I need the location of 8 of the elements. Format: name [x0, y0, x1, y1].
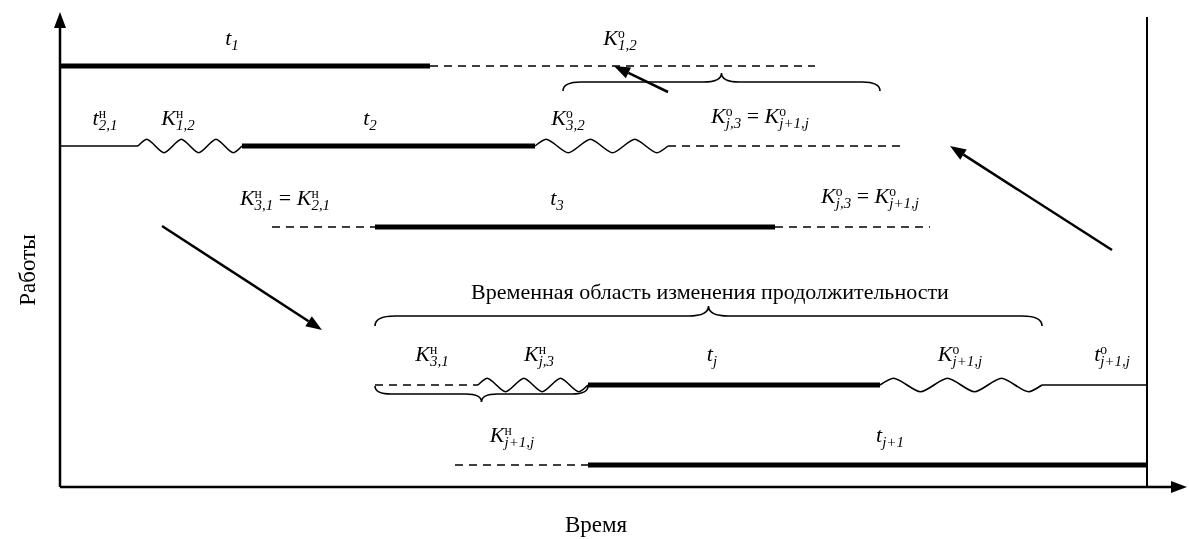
annotation-text: Временная область изменения продолжительности: [471, 278, 949, 306]
axis-label: Время: [564, 511, 628, 539]
math-label: t$_{3}$: [550, 185, 564, 215]
math-label: t$_{1}$: [225, 25, 239, 55]
math-label: t$_{j+1}$: [876, 422, 904, 452]
axis-label: Работы: [14, 234, 42, 306]
math-label: t$_{2}$: [363, 105, 377, 135]
math-label: t$_{j}$: [706, 341, 718, 371]
